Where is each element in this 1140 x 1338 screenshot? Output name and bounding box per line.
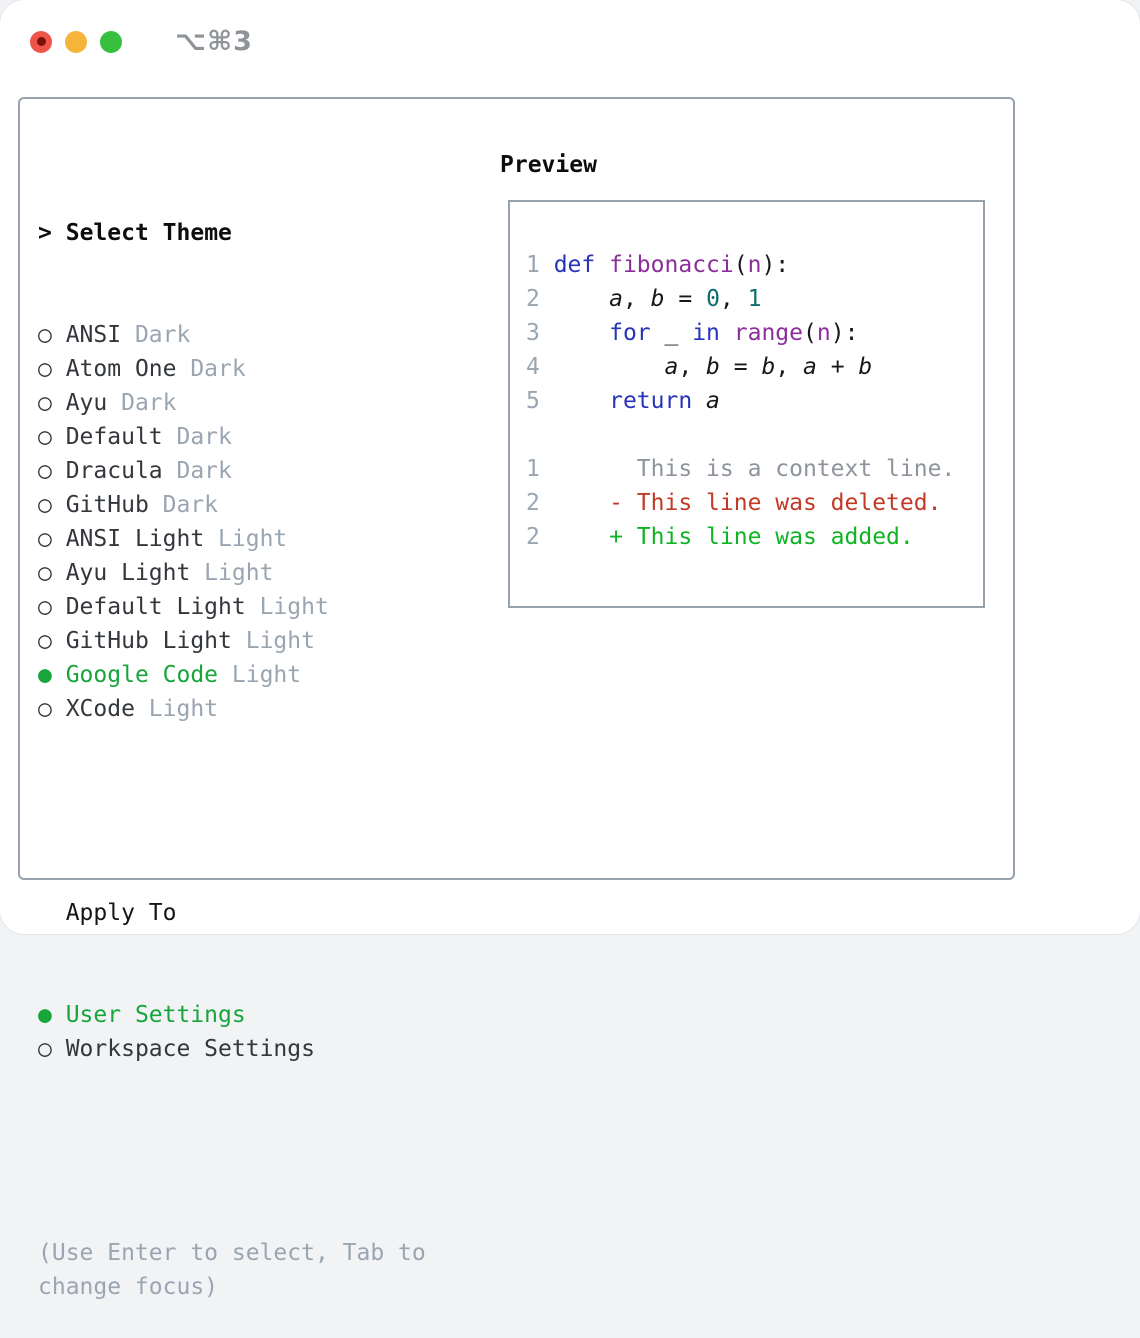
apply-option-workspace-settings[interactable]: ○ Workspace Settings [38, 1032, 458, 1066]
apply-option-label: Workspace Settings [65, 1036, 315, 1062]
theme-variant-tag: Light [204, 526, 288, 552]
theme-name: Ayu [65, 390, 108, 416]
theme-option-github-light[interactable]: ○ GitHub Light Light [38, 624, 458, 658]
close-dot-icon [36, 37, 46, 46]
prompt-icon: > [38, 220, 52, 246]
code-preview: 1 def fibonacci(n): 2 a, b = 0, 1 3 for _ … [510, 202, 983, 554]
theme-variant-tag: Light [245, 594, 329, 620]
titlebar: ⌥⌘3 [30, 26, 253, 57]
radio-icon: ○ [38, 424, 66, 450]
theme-list-column: > Select Theme ○ ANSI Dark○ Atom One Dar… [38, 148, 458, 1338]
preview-box: 1 def fibonacci(n): 2 a, b = 0, 1 3 for _ … [508, 200, 985, 608]
theme-option-xcode[interactable]: ○ XCode Light [38, 692, 458, 726]
radio-icon: ○ [38, 628, 66, 654]
theme-option-atom-one[interactable]: ○ Atom One Dark [38, 352, 458, 386]
apply-to-label: Apply To [65, 900, 177, 926]
code-line [526, 214, 983, 248]
theme-option-default-light[interactable]: ○ Default Light Light [38, 590, 458, 624]
theme-option-default[interactable]: ○ Default Dark [38, 420, 458, 454]
code-line: 1 This is a context line. [526, 456, 956, 482]
theme-name: Google Code [65, 662, 219, 688]
theme-variant-tag: Dark [162, 458, 232, 484]
radio-icon: ○ [38, 526, 66, 552]
theme-name: XCode [65, 696, 135, 722]
code-line: 4 a, b = b, a + b [526, 354, 873, 380]
apply-to-header: Apply To [38, 896, 458, 930]
radio-selected-icon: ● [38, 1002, 66, 1028]
app-window: { "window": { "title": "⌥⌘3" }, "colors"… [0, 0, 1140, 1300]
code-line: 2 - This line was deleted. [526, 490, 942, 516]
preview-header: Preview [500, 152, 597, 178]
theme-name: ANSI Light [65, 526, 205, 552]
select-theme-header: > Select Theme [38, 216, 458, 250]
theme-name: GitHub [65, 492, 149, 518]
theme-option-dracula[interactable]: ○ Dracula Dark [38, 454, 458, 488]
theme-name: GitHub Light [65, 628, 232, 654]
theme-variant-tag: Light [134, 696, 219, 722]
theme-list: ○ ANSI Dark○ Atom One Dark○ Ayu Dark○ De… [38, 318, 458, 726]
code-line: 1 def fibonacci(n): [526, 252, 790, 278]
radio-icon: ○ [38, 696, 66, 722]
theme-variant-tag: Dark [121, 322, 191, 348]
theme-option-ansi[interactable]: ○ ANSI Dark [38, 318, 458, 352]
radio-icon: ○ [38, 322, 66, 348]
radio-icon: ○ [38, 1036, 66, 1062]
theme-option-github[interactable]: ○ GitHub Dark [38, 488, 458, 522]
theme-variant-tag: Light [218, 662, 302, 688]
apply-option-label: User Settings [65, 1002, 246, 1028]
apply-to-list: ● User Settings○ Workspace Settings [38, 998, 458, 1066]
close-button[interactable] [30, 30, 52, 53]
theme-name: Default Light [65, 594, 246, 620]
theme-variant-tag: Dark [162, 424, 232, 450]
theme-option-ansi-light[interactable]: ○ ANSI Light Light [38, 522, 458, 556]
theme-option-ayu[interactable]: ○ Ayu Dark [38, 386, 458, 420]
radio-selected-icon: ● [38, 662, 66, 688]
radio-icon: ○ [38, 560, 66, 586]
theme-option-google-code[interactable]: ● Google Code Light [38, 658, 458, 692]
window-title: ⌥⌘3 [175, 26, 253, 57]
theme-variant-tag: Light [231, 628, 315, 654]
radio-icon: ○ [38, 390, 66, 416]
spacer [38, 794, 458, 828]
code-line: 3 for _ in range(n): [526, 320, 859, 346]
footer-hint: (Use Enter to select, Tab to change focu… [38, 1240, 426, 1300]
code-line: 5 return a [526, 388, 720, 414]
theme-name: Default [65, 424, 163, 450]
code-line: 2 + This line was added. [526, 524, 914, 550]
theme-variant-tag: Dark [176, 356, 246, 382]
minimize-button[interactable] [65, 30, 87, 53]
theme-name: Atom One [65, 356, 177, 382]
radio-icon: ○ [38, 356, 66, 382]
radio-icon: ○ [38, 594, 66, 620]
theme-name: Dracula [65, 458, 163, 484]
radio-icon: ○ [38, 492, 66, 518]
theme-name: ANSI [65, 322, 122, 348]
radio-icon: ○ [38, 458, 66, 484]
theme-variant-tag: Light [190, 560, 274, 586]
code-line [526, 418, 983, 452]
spacer [38, 1134, 458, 1168]
theme-variant-tag: Dark [148, 492, 219, 518]
theme-variant-tag: Dark [107, 390, 177, 416]
select-theme-title: Select Theme [65, 220, 232, 246]
apply-option-user-settings[interactable]: ● User Settings [38, 998, 458, 1032]
code-line: 2 a, b = 0, 1 [526, 286, 762, 312]
theme-name: Ayu Light [65, 560, 191, 586]
zoom-button[interactable] [100, 30, 122, 53]
theme-option-ayu-light[interactable]: ○ Ayu Light Light [38, 556, 458, 590]
